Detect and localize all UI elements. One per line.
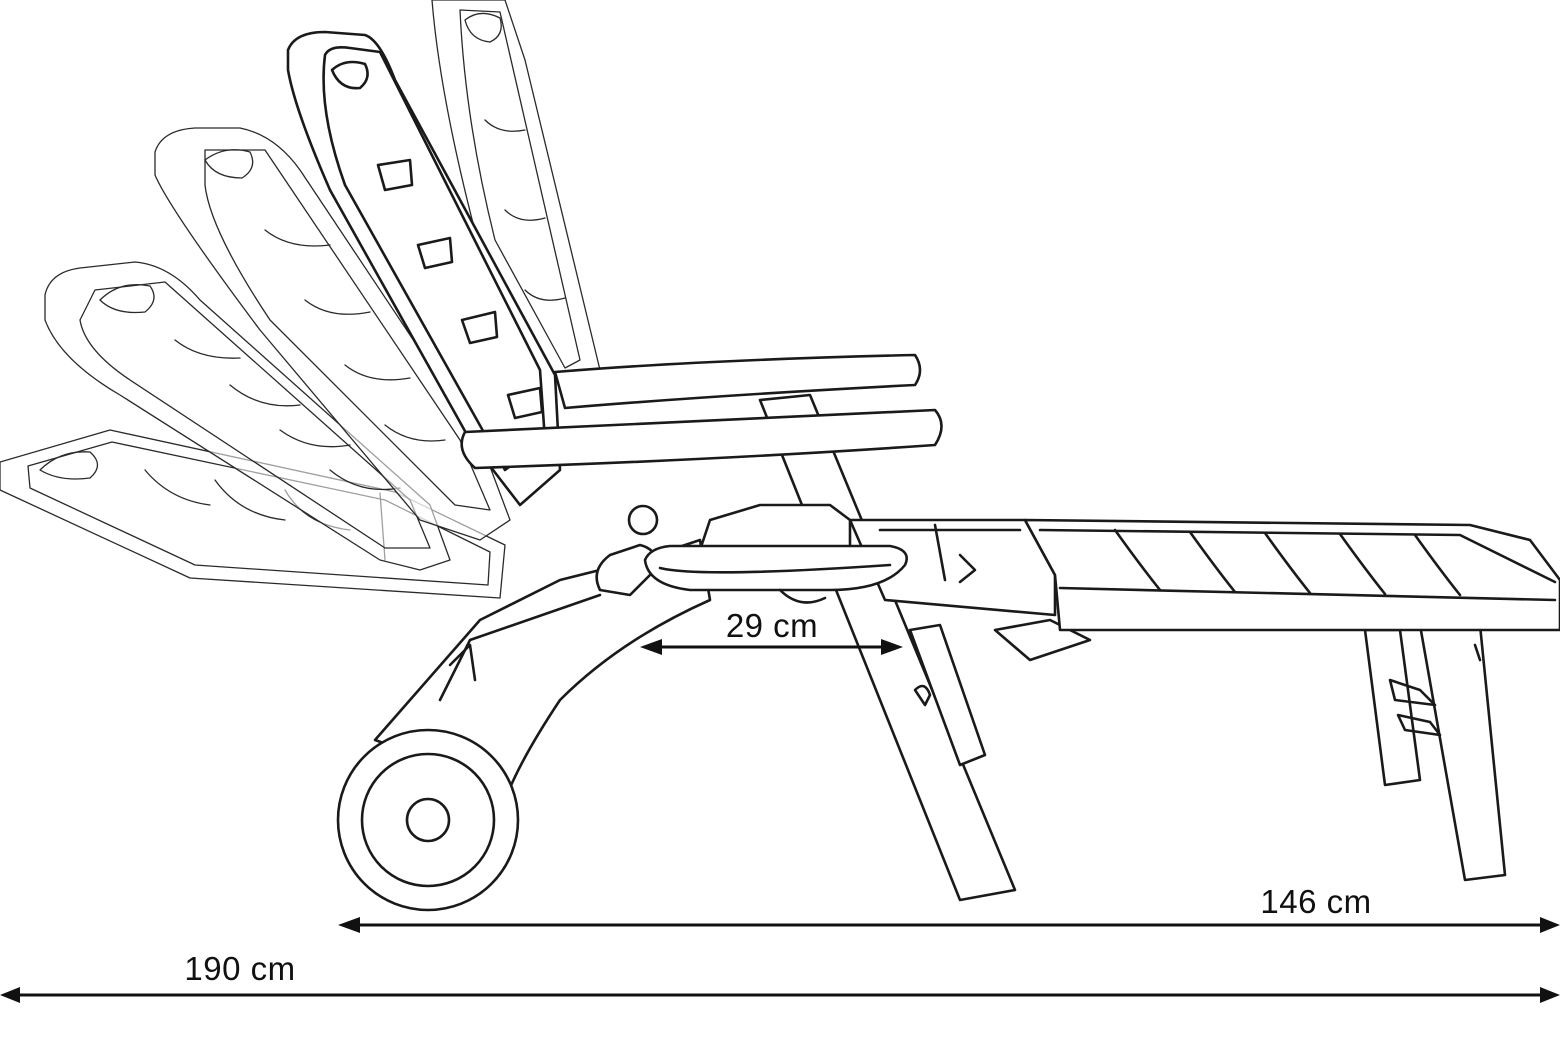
label-29cm: 29 cm: [726, 607, 818, 644]
leg-rest-panel: [1023, 518, 1560, 632]
dimension-folded-length: 146 cm: [338, 883, 1560, 933]
label-146cm: 146 cm: [1260, 883, 1371, 920]
foot-leg: [1363, 623, 1507, 882]
pivot-and-side-table: [643, 503, 908, 604]
armrests: [460, 353, 943, 470]
main-backrest: [286, 30, 562, 507]
seat-panel: [848, 518, 1092, 662]
rear-wheel: [336, 728, 520, 912]
dimension-armrest-table: 29 cm: [640, 607, 903, 655]
dimension-overall-length: 190 cm: [0, 950, 1560, 1003]
label-190cm: 190 cm: [184, 950, 295, 987]
ghost-backrest-positions: [0, 0, 601, 599]
backrest-position-3: [154, 127, 511, 541]
backrest-position-2: [44, 261, 451, 571]
